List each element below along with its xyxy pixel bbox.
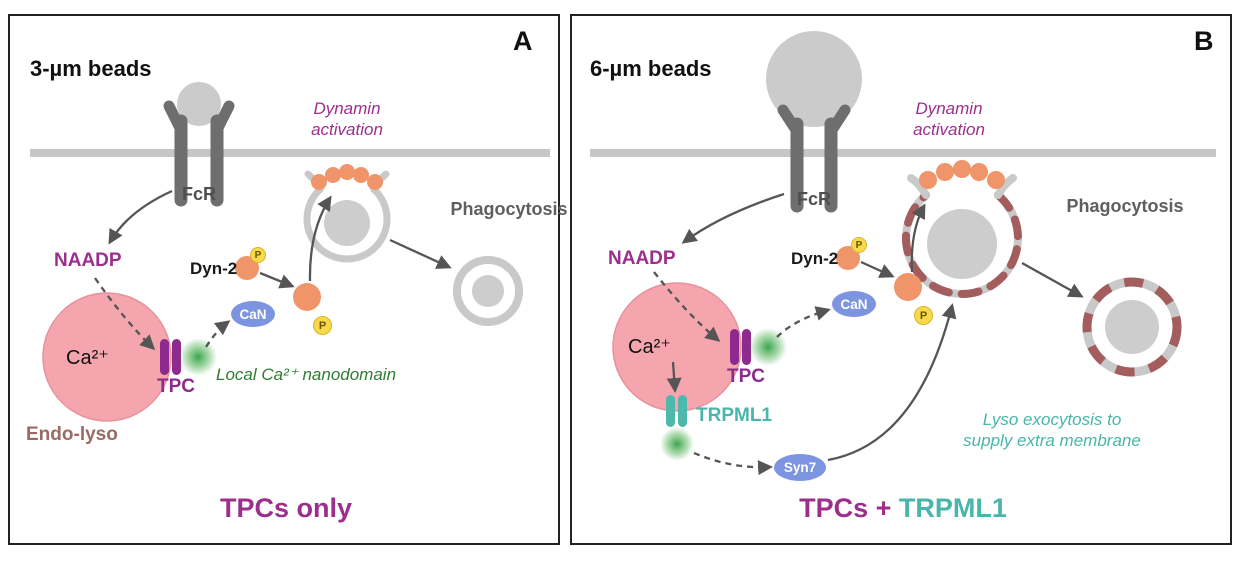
- fcr-receptor: [777, 104, 851, 213]
- arrow-naadp-to-tpc-dashed: [94, 277, 156, 351]
- lyso-membrane-patches: [902, 191, 1022, 298]
- arrow-glow-to-can-dashed: [205, 320, 231, 348]
- phagocytosis-label: Phagocytosis: [1066, 196, 1184, 216]
- dyn2-label: Dyn-2: [791, 249, 839, 268]
- nanodomain-label: Local Ca²⁺ nanodomain: [216, 365, 397, 384]
- tpc-label: TPC: [157, 376, 195, 397]
- phagosome-lyso-patches: [1082, 277, 1182, 377]
- dyn2-label: Dyn-2: [190, 259, 238, 278]
- calcineurin-pill: CaN: [231, 301, 275, 327]
- naadp-label: NAADP: [54, 250, 122, 271]
- syn7-pill: Syn7: [774, 454, 826, 481]
- tpc-channel: [730, 329, 751, 365]
- arrow-dyn2-to-active: [259, 271, 295, 289]
- calcineurin-pill: CaN: [832, 291, 876, 317]
- bead-in-cup: [324, 200, 370, 246]
- calcium-label: Ca²⁺: [628, 336, 671, 358]
- arrow-fcr-to-naadp: [681, 192, 785, 244]
- tpc-label: TPC: [727, 366, 765, 387]
- panel-label: A: [513, 26, 533, 56]
- panel-b-drawing: [590, 31, 1216, 476]
- panel-b-footer: TPCs + TRPML1: [572, 493, 1234, 524]
- arrows: [94, 189, 452, 351]
- footer-tpcs: TPCs +: [799, 493, 892, 523]
- panel-a-drawing: [30, 82, 550, 422]
- bead-in-phagosome: [1105, 300, 1159, 354]
- phosphate-badge: P: [914, 306, 933, 325]
- dyn2-phosphorylated: [235, 256, 259, 280]
- naadp-label: NAADP: [608, 248, 676, 269]
- dynamin-collar: [919, 160, 1005, 189]
- phosphate-badge: P: [851, 237, 867, 253]
- tpc-channel: [160, 339, 181, 375]
- phosphate-badge: P: [313, 316, 332, 335]
- endolysosome: [612, 282, 742, 412]
- calcium-glow-trpml1: [660, 427, 694, 461]
- arrows: [653, 192, 1084, 476]
- arrow-syn7-to-cup: [827, 303, 957, 462]
- panel-b: B 6-µm beads FcR Dynamin activation Phag…: [570, 14, 1232, 545]
- beads-size-label: 6-µm beads: [590, 56, 712, 81]
- dyn2-phosphorylated: [836, 246, 860, 270]
- arrow-ca-to-trpml1: [666, 361, 682, 393]
- panel-a: A 3-µm beads FcR Dynamin activation Phag…: [8, 14, 568, 545]
- beads-size-label: 3-µm beads: [30, 56, 152, 81]
- bead-in-cup: [927, 209, 997, 279]
- fcr-receptor: [163, 100, 235, 207]
- dynamin-activation-label: Dynamin activation: [311, 99, 383, 139]
- lyso-exocytosis-label: Lyso exocytosis to supply extra membrane: [963, 410, 1141, 450]
- footer-trpml1: TRPML1: [898, 493, 1007, 523]
- endolysosome: [42, 292, 172, 422]
- fcr-label: FcR: [796, 189, 831, 209]
- panel-label: B: [1194, 26, 1214, 56]
- arrow-dyn2-to-cup: [308, 195, 332, 282]
- calcium-label: Ca²⁺: [66, 347, 109, 369]
- arrow-glow-to-syn7-dashed: [693, 451, 773, 476]
- dynamin-activation-label: Dynamin activation: [913, 99, 985, 139]
- arrow-dyn2-to-cup: [910, 203, 926, 273]
- bead-large: [766, 31, 862, 127]
- dyn2-dephosphorylated: [293, 283, 321, 311]
- dynamin-collar: [311, 164, 383, 190]
- arrow-cup-to-phagosome: [1021, 261, 1084, 298]
- phagocytic-cup: [902, 174, 1022, 298]
- trpml1-channel: [666, 395, 687, 427]
- arrow-fcr-to-naadp: [108, 189, 173, 245]
- endolysosome-label: Endo-lyso: [26, 424, 118, 445]
- bead-small: [177, 82, 221, 126]
- arrow-dyn2-to-active: [860, 260, 895, 278]
- phagocytosis-label: Phagocytosis: [450, 199, 568, 219]
- arrow-cup-to-phagosome: [389, 238, 452, 269]
- footer-tpcs-only: TPCs only: [219, 493, 353, 523]
- bead-in-phagosome: [472, 275, 504, 307]
- fcr-label: FcR: [181, 184, 216, 204]
- phosphate-badge: P: [250, 247, 266, 263]
- trpml1-label: TRPML1: [696, 405, 772, 426]
- dyn2-dephosphorylated: [894, 273, 922, 301]
- arrow-glow-to-can-dashed: [776, 306, 831, 338]
- calcium-nanodomain-glow: [179, 338, 217, 376]
- panel-a-footer: TPCs only: [10, 493, 562, 524]
